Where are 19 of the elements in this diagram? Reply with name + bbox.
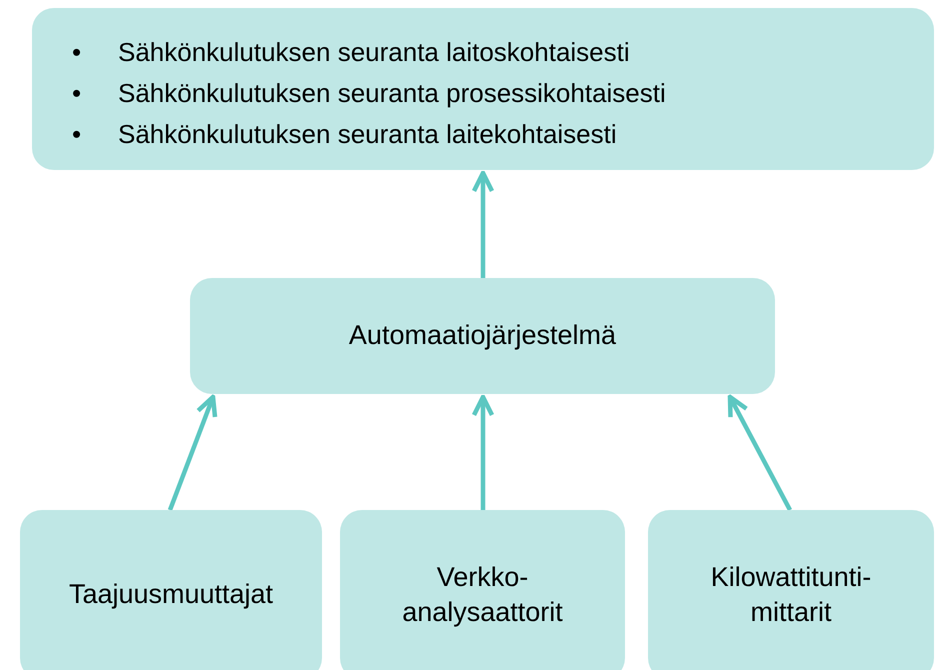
process-box [648,510,934,670]
box-label: Automaatiojärjestelmä [348,319,616,352]
bullet-marker: • [72,77,82,110]
process-box [340,510,625,670]
arrow [472,394,494,510]
bullet-marker: • [72,118,82,151]
box-label: Verkko- analysaattorit [401,560,564,629]
bullet-item: Sähkönkulutuksen seuranta prosessikohtaisesti [118,77,666,110]
bullet-item: Sähkönkulutuksen seuranta laitoskohtaisesti [118,36,630,69]
process-box [20,510,322,670]
process-box [190,278,775,394]
arrow [728,394,792,512]
box-label: Kilowattitunti- mittarit [710,560,872,629]
box-label: Taajuusmuuttajat [68,578,274,612]
arrow [472,170,494,278]
arrow [168,394,218,511]
bullet-item: Sähkönkulutuksen seuranta laitekohtaisesti [118,118,617,151]
process-box [32,8,934,170]
bullet-marker: • [72,36,82,69]
